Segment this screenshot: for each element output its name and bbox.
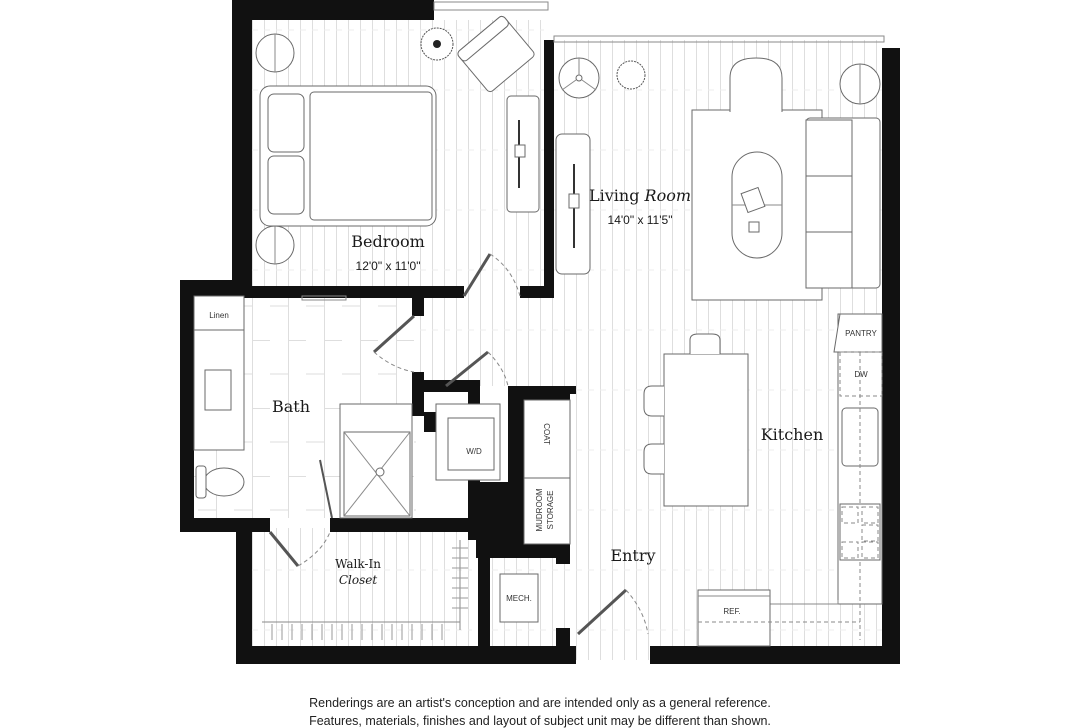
bedroom-furniture [255,15,540,265]
cooktop [839,503,881,561]
closet-label-italic: Closet [339,573,378,587]
fixture-labels: Linen W/D COAT MUDROOM STORAGE MECH. PAN… [209,311,877,616]
kitchen-fixtures [643,313,883,647]
bedroom-dimensions: 12'0" x 11'0" [356,259,421,273]
living-furniture [555,57,881,301]
mudroom-storage-label-2: STORAGE [546,491,555,530]
linen-label: Linen [209,311,229,320]
closet-shelving [262,540,468,640]
mech-label: MECH. [506,594,532,603]
living-room-label: Living Room [589,186,691,205]
windows [433,1,885,43]
bath-fixtures [193,295,413,519]
bedroom-label: Bedroom [351,232,425,251]
storage-fixtures [435,399,571,623]
mudroom-storage-label-1: MUDROOM [535,488,544,531]
coat-label: COAT [542,423,551,445]
disclaimer-line-1: Renderings are an artist's conception an… [309,696,771,710]
kitchen-label: Kitchen [761,425,824,444]
dw-label: DW [854,370,868,379]
living-room-label-italic: Room [644,186,691,205]
ref-label: REF. [723,607,740,616]
living-room-label-regular: Living [589,186,639,205]
doors [268,253,649,636]
room-labels: Bedroom 12'0" x 11'0" Living Room 14'0" … [272,186,823,587]
bath-label: Bath [272,397,310,416]
disclaimer-line-2: Features, materials, finishes and layout… [309,714,771,728]
closet-label-regular: Walk-In [335,557,381,571]
wd-label: W/D [466,447,482,456]
pantry-label: PANTRY [845,329,877,338]
entry-label: Entry [610,546,655,565]
living-room-dimensions: 14'0" x 11'5" [608,213,673,227]
